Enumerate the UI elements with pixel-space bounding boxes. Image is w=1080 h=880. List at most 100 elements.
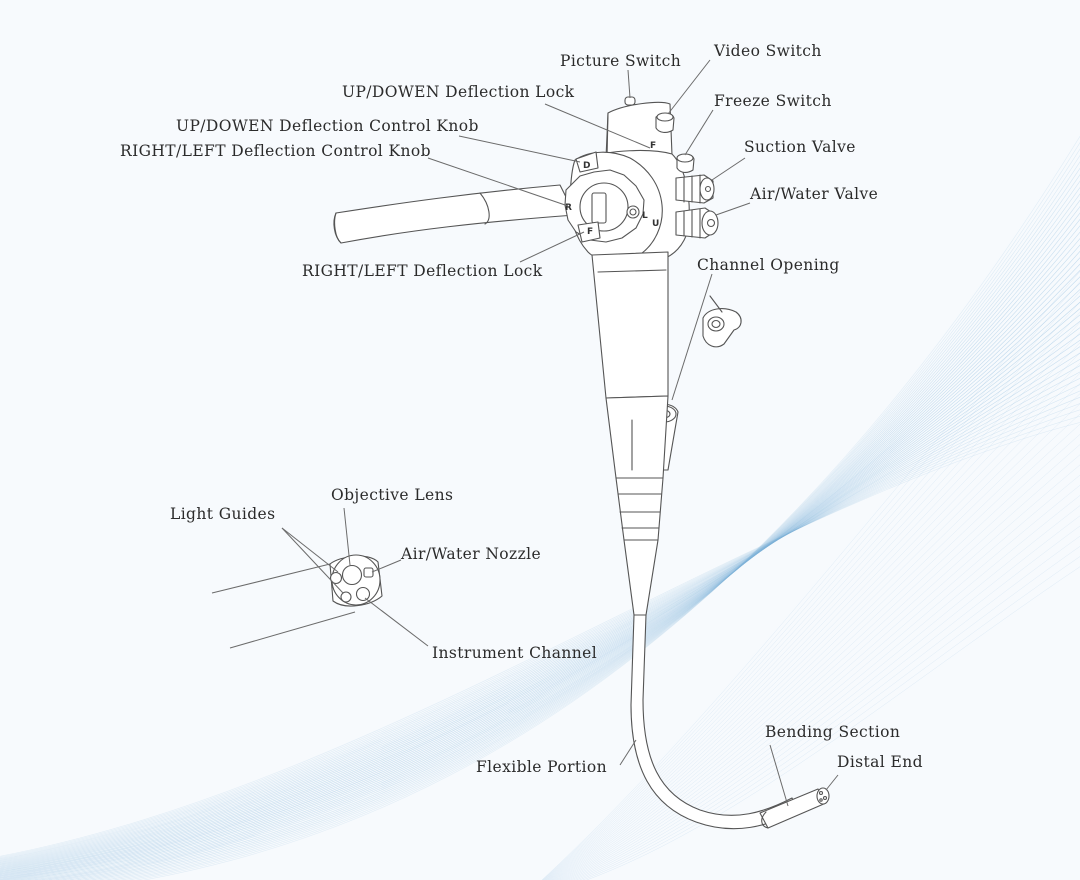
wave-line — [546, 352, 1080, 880]
label-air-water-valve: Air/Water Valve — [749, 185, 878, 203]
wave-line — [16, 244, 1080, 880]
wave-line — [543, 301, 1080, 880]
wave-line — [546, 342, 1080, 880]
wave-line — [0, 352, 1080, 867]
wave-line — [104, 167, 1080, 880]
label-rightleft-knob: RIGHT/LEFT Deflection Control Knob — [120, 142, 431, 160]
wave-line — [545, 332, 1080, 880]
wave-line — [0, 301, 1080, 875]
wave-line — [0, 327, 1080, 871]
label-updown-knob: UP/DOWEN Deflection Control Knob — [176, 117, 479, 135]
wave-line — [0, 371, 1080, 864]
wave-line — [0, 403, 1080, 860]
wave-line — [0, 346, 1080, 868]
wave-line — [558, 454, 1080, 880]
wave-line — [572, 525, 1080, 880]
wave-line — [575, 535, 1080, 880]
label-instrument-channel: Instrument Channel — [432, 644, 597, 662]
wave-line — [569, 515, 1080, 880]
background-waves — [0, 135, 1080, 880]
wave-line — [541, 271, 1080, 880]
wave-line — [9, 250, 1080, 880]
wave-line — [559, 464, 1080, 880]
light-guide-2 — [340, 591, 352, 603]
label-channel-opening: Channel Opening — [697, 256, 840, 274]
insertion-boot — [605, 395, 669, 479]
wave-line — [565, 495, 1080, 880]
distal-tip — [816, 787, 830, 805]
air-water-nozzle — [363, 567, 374, 578]
wave-line — [0, 263, 1080, 880]
objective-lens — [341, 564, 363, 586]
label-rightleft-lock: RIGHT/LEFT Deflection Lock — [302, 262, 543, 280]
endoscope-illustration: D R L U F F — [333, 96, 830, 830]
wave-line — [0, 295, 1080, 876]
wave-line — [556, 444, 1080, 880]
air-water-valve — [675, 207, 719, 239]
label-objective-lens: Objective Lens — [331, 486, 453, 504]
wave-line — [44, 218, 1080, 880]
wave-line — [66, 199, 1080, 880]
wave-line — [0, 282, 1080, 878]
updown-lock-lever — [575, 151, 599, 173]
wave-line — [563, 484, 1080, 880]
wave-line — [0, 390, 1080, 862]
wave-line — [52, 212, 1080, 880]
wave-line — [23, 237, 1080, 880]
wave-line — [0, 269, 1080, 879]
label-light-guides: Light Guides — [170, 505, 275, 523]
wave-line — [544, 322, 1080, 880]
instrument-channel-hole — [355, 586, 371, 602]
picture-switch-button — [624, 96, 636, 106]
wave-line — [543, 311, 1080, 880]
flexible-insertion-tube — [630, 614, 799, 830]
wave-line — [0, 377, 1080, 864]
wave-line — [0, 415, 1080, 858]
wave-line — [578, 546, 1080, 880]
wave-line — [0, 422, 1080, 857]
label-suction-valve: Suction Valve — [744, 138, 856, 156]
label-picture-switch: Picture Switch — [560, 52, 681, 70]
wave-line — [37, 225, 1080, 880]
mark-up: U — [652, 219, 659, 229]
wave-line — [89, 180, 1080, 880]
wave-line — [550, 393, 1080, 880]
mark-free-b: F — [587, 227, 593, 237]
label-flexible-portion: Flexible Portion — [476, 758, 607, 776]
wave-line — [142, 135, 1080, 880]
wave-line — [547, 362, 1080, 880]
wave-line — [0, 333, 1080, 870]
wave-line — [551, 403, 1080, 880]
wave-line — [0, 314, 1080, 873]
mark-down: D — [583, 161, 590, 171]
rightleft-lock-lever — [577, 221, 601, 243]
wave-line — [59, 206, 1080, 880]
wave-line — [549, 383, 1080, 880]
label-updown-lock: UP/DOWEN Deflection Lock — [342, 83, 575, 101]
wave-line — [135, 141, 1080, 880]
wave-line — [0, 320, 1080, 872]
wave-line — [553, 423, 1080, 880]
wave-line — [0, 276, 1080, 879]
wave-line — [582, 556, 1080, 880]
mark-free-a: F — [650, 141, 656, 151]
video-switch-button — [655, 112, 675, 133]
wave-line — [567, 505, 1080, 880]
freeze-switch-button — [676, 153, 695, 173]
wave-line — [555, 434, 1080, 880]
wave-line — [0, 339, 1080, 869]
mark-right: R — [565, 203, 572, 213]
wave-line — [0, 308, 1080, 874]
label-air-water-nozzle: Air/Water Nozzle — [400, 545, 541, 563]
wave-line — [74, 193, 1080, 880]
wave-line — [0, 365, 1080, 865]
light-guide-1 — [329, 571, 343, 585]
wave-line — [81, 186, 1080, 880]
label-freeze-switch: Freeze Switch — [714, 92, 832, 110]
wave-line — [548, 372, 1080, 880]
wave-line — [0, 396, 1080, 861]
grip-handle — [591, 251, 669, 402]
wave-line — [119, 154, 1080, 880]
labels: Picture Switch Video Switch UP/DOWEN Def… — [120, 42, 923, 776]
